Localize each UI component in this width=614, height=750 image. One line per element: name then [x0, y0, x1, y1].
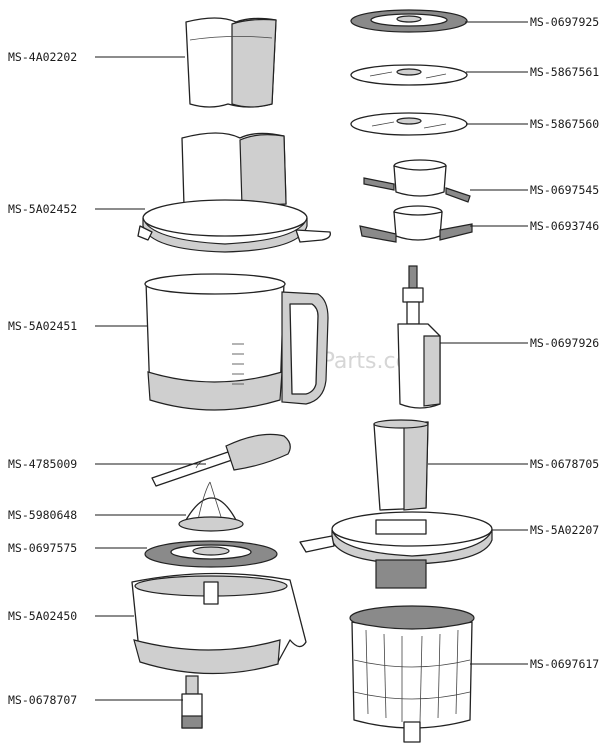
part-label: MS-4A02202 — [8, 50, 77, 64]
part-label: MS-0693746 — [530, 219, 599, 233]
part-label: MS-0697617 — [530, 657, 599, 671]
left-labels-group: MS-4A02202MS-5A02452MS-5A02451MS-4785009… — [8, 50, 206, 707]
part-drive-shaft — [181, 675, 203, 729]
part-strainer-disc — [144, 540, 278, 568]
part-cutter-basket — [349, 605, 475, 743]
part-label: MS-0697925 — [530, 15, 599, 29]
part-chopping-blade — [359, 205, 473, 243]
part-label: MS-0697926 — [530, 336, 599, 350]
part-lid-feed-tube — [137, 132, 331, 253]
part-centrifugal-shaft — [397, 265, 441, 409]
part-label: MS-5A02451 — [8, 319, 77, 333]
part-slicing-disc-2 — [350, 112, 468, 136]
part-small-pusher — [373, 419, 429, 511]
part-label: MS-4785009 — [8, 457, 77, 471]
part-spatula — [151, 433, 291, 487]
part-slicing-disc-1 — [350, 64, 468, 86]
part-whisk-attachment — [363, 159, 471, 203]
part-label: MS-0697545 — [530, 183, 599, 197]
part-label: MS-0678705 — [530, 457, 599, 471]
part-label: MS-0697575 — [8, 541, 77, 555]
part-label: MS-5980648 — [8, 508, 77, 522]
part-label: MS-5A02450 — [8, 609, 77, 623]
part-label: MS-5A02452 — [8, 202, 77, 216]
part-juice-bowl — [131, 572, 307, 675]
part-grating-disc — [350, 9, 468, 33]
part-label: MS-0678707 — [8, 693, 77, 707]
part-label: MS-5A02207 — [530, 523, 599, 537]
part-juicer-cone — [178, 481, 244, 532]
part-label: MS-5867560 — [530, 117, 599, 131]
part-label: MS-5867561 — [530, 65, 599, 79]
part-bowl-with-handle — [144, 273, 329, 411]
part-food-pusher — [185, 17, 277, 108]
part-juicer-lid — [299, 511, 493, 589]
right-labels-group: MS-0697925MS-5867561MS-5867560MS-0697545… — [428, 15, 599, 671]
